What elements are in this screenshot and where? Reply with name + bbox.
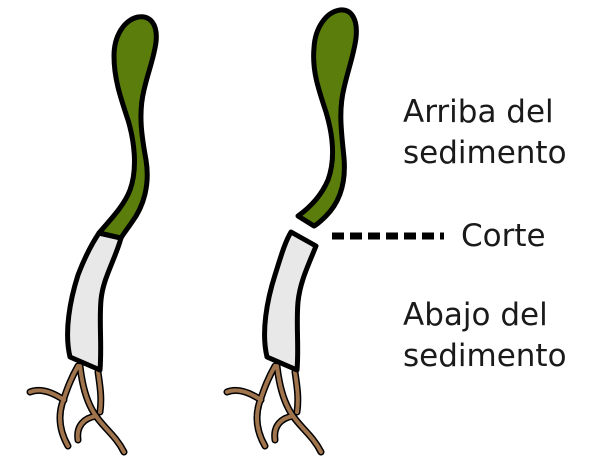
- label-cut: Corte: [461, 218, 546, 254]
- root-brown-fill: [227, 366, 321, 452]
- label-above-sediment: Arriba del sedimento: [403, 94, 567, 171]
- label-below-line-1: Abajo del: [403, 297, 548, 333]
- cut-shoot-green: [298, 10, 356, 226]
- intact-shoot-green: [99, 17, 156, 238]
- label-above-line-1: Arriba del: [403, 94, 554, 130]
- label-above-line-2: sedimento: [403, 135, 567, 171]
- label-below-sediment: Abajo del sedimento: [403, 297, 567, 374]
- cut-roots: [227, 366, 321, 452]
- label-below-line-2: sedimento: [403, 338, 567, 374]
- intact-stem-white: [68, 233, 121, 370]
- cut-stem-white: [265, 232, 316, 370]
- intact-roots: [30, 366, 124, 452]
- cut-seedling: [227, 10, 356, 452]
- intact-seedling: [30, 17, 156, 452]
- root-brown-fill: [30, 366, 124, 452]
